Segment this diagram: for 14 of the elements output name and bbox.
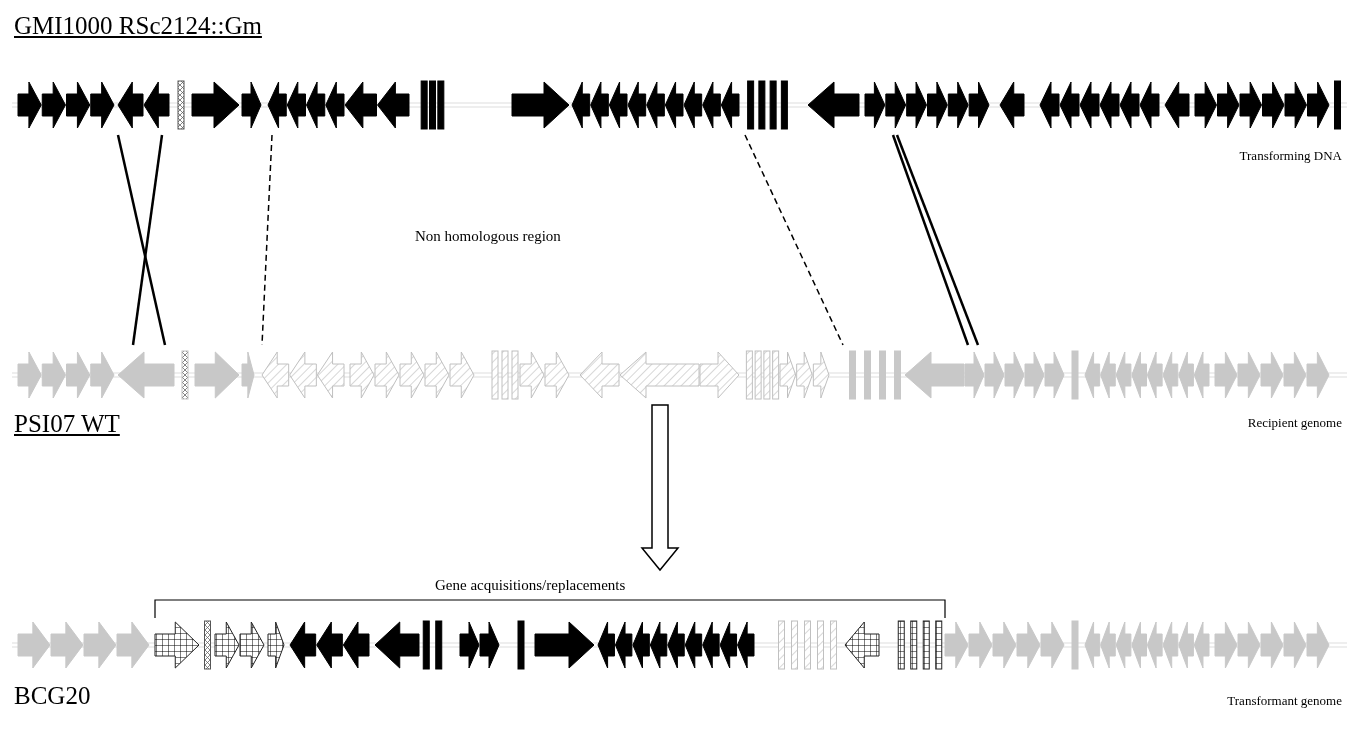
region-note: Non homologous region [415, 228, 561, 245]
strain-name: GMI1000 RSc2124::Gm [14, 12, 262, 40]
crossover-line [891, 134, 970, 346]
bracket-label: Gene acquisitions/replacements [435, 577, 626, 594]
crossover-line [895, 134, 980, 346]
hollow-arrow [640, 404, 680, 572]
crossover-line [131, 134, 164, 346]
crossover-line [744, 134, 844, 346]
track-caption: Recipient genome [1247, 415, 1342, 431]
crossover-line [116, 134, 167, 346]
track-caption: Transforming DNA [1239, 148, 1342, 164]
track-caption: Transformant genome [1227, 693, 1342, 709]
strain-name: BCG20 [14, 682, 91, 710]
strain-name: PSI07 WT [14, 410, 120, 438]
